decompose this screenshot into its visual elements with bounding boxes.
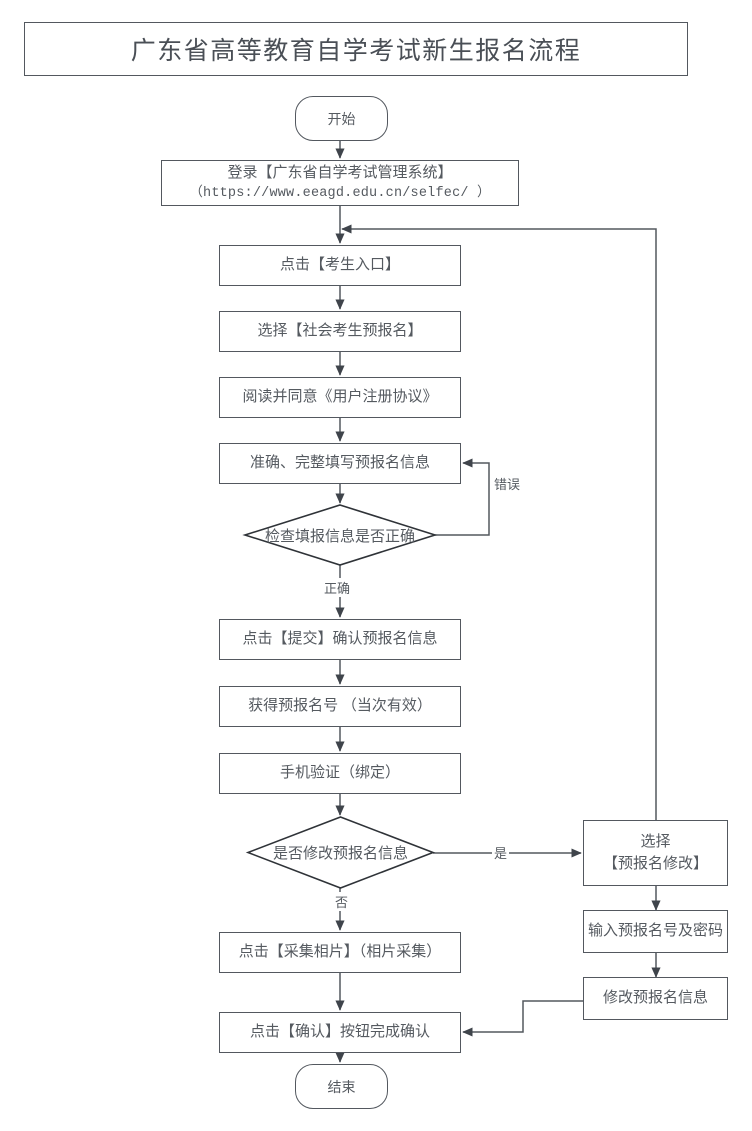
node-end[interactable]: 结束 — [295, 1064, 388, 1109]
node-read-agreement[interactable]: 阅读并同意《用户注册协议》 — [219, 377, 461, 418]
node-collect-photo[interactable]: 点击【采集相片】（相片采集） — [219, 932, 461, 973]
edge-label-error: 错误 — [492, 474, 523, 493]
node-confirm-button[interactable]: 点击【确认】按钮完成确认 — [219, 1012, 461, 1053]
node-login-line1: 登录【广东省自学考试管理系统】 — [227, 164, 453, 181]
node-submit-confirm[interactable]: 点击【提交】确认预报名信息 — [219, 619, 461, 660]
node-input-number-password[interactable]: 输入预报名号及密码 — [583, 910, 728, 953]
node-get-pre-registration-number[interactable]: 获得预报名号 （当次有效） — [219, 686, 461, 727]
node-check-information-decision[interactable]: 检查填报信息是否正确 — [242, 504, 438, 566]
edge-label-correct: 正确 — [322, 578, 353, 597]
node-login-url: （https://www.eeagd.edu.cn/selfec/ ） — [189, 186, 491, 202]
edge-label-yes: 是 — [492, 843, 510, 862]
node-login[interactable]: 登录【广东省自学考试管理系统】 （https://www.eeagd.edu.c… — [161, 160, 519, 206]
node-modify-decision-label: 是否修改预报名信息 — [272, 846, 408, 862]
node-phone-verification[interactable]: 手机验证（绑定） — [219, 753, 461, 794]
node-modify-decision[interactable]: 是否修改预报名信息 — [245, 816, 436, 889]
node-choose-modify-line2: 【预报名修改】 — [602, 856, 708, 872]
node-check-information-label: 检查填报信息是否正确 — [264, 528, 415, 545]
node-start[interactable]: 开始 — [295, 96, 388, 141]
page-title: 广东省高等教育自学考试新生报名流程 — [24, 22, 688, 76]
node-choose-modify[interactable]: 选择 【预报名修改】 — [583, 820, 728, 886]
node-candidate-entry[interactable]: 点击【考生入口】 — [219, 245, 461, 286]
node-choose-modify-line1: 选择 — [640, 833, 671, 850]
node-select-pre-registration[interactable]: 选择【社会考生预报名】 — [219, 311, 461, 352]
edge-label-no: 否 — [333, 892, 351, 911]
node-fill-information[interactable]: 准确、完整填写预报名信息 — [219, 443, 461, 484]
node-modify-information[interactable]: 修改预报名信息 — [583, 977, 728, 1020]
